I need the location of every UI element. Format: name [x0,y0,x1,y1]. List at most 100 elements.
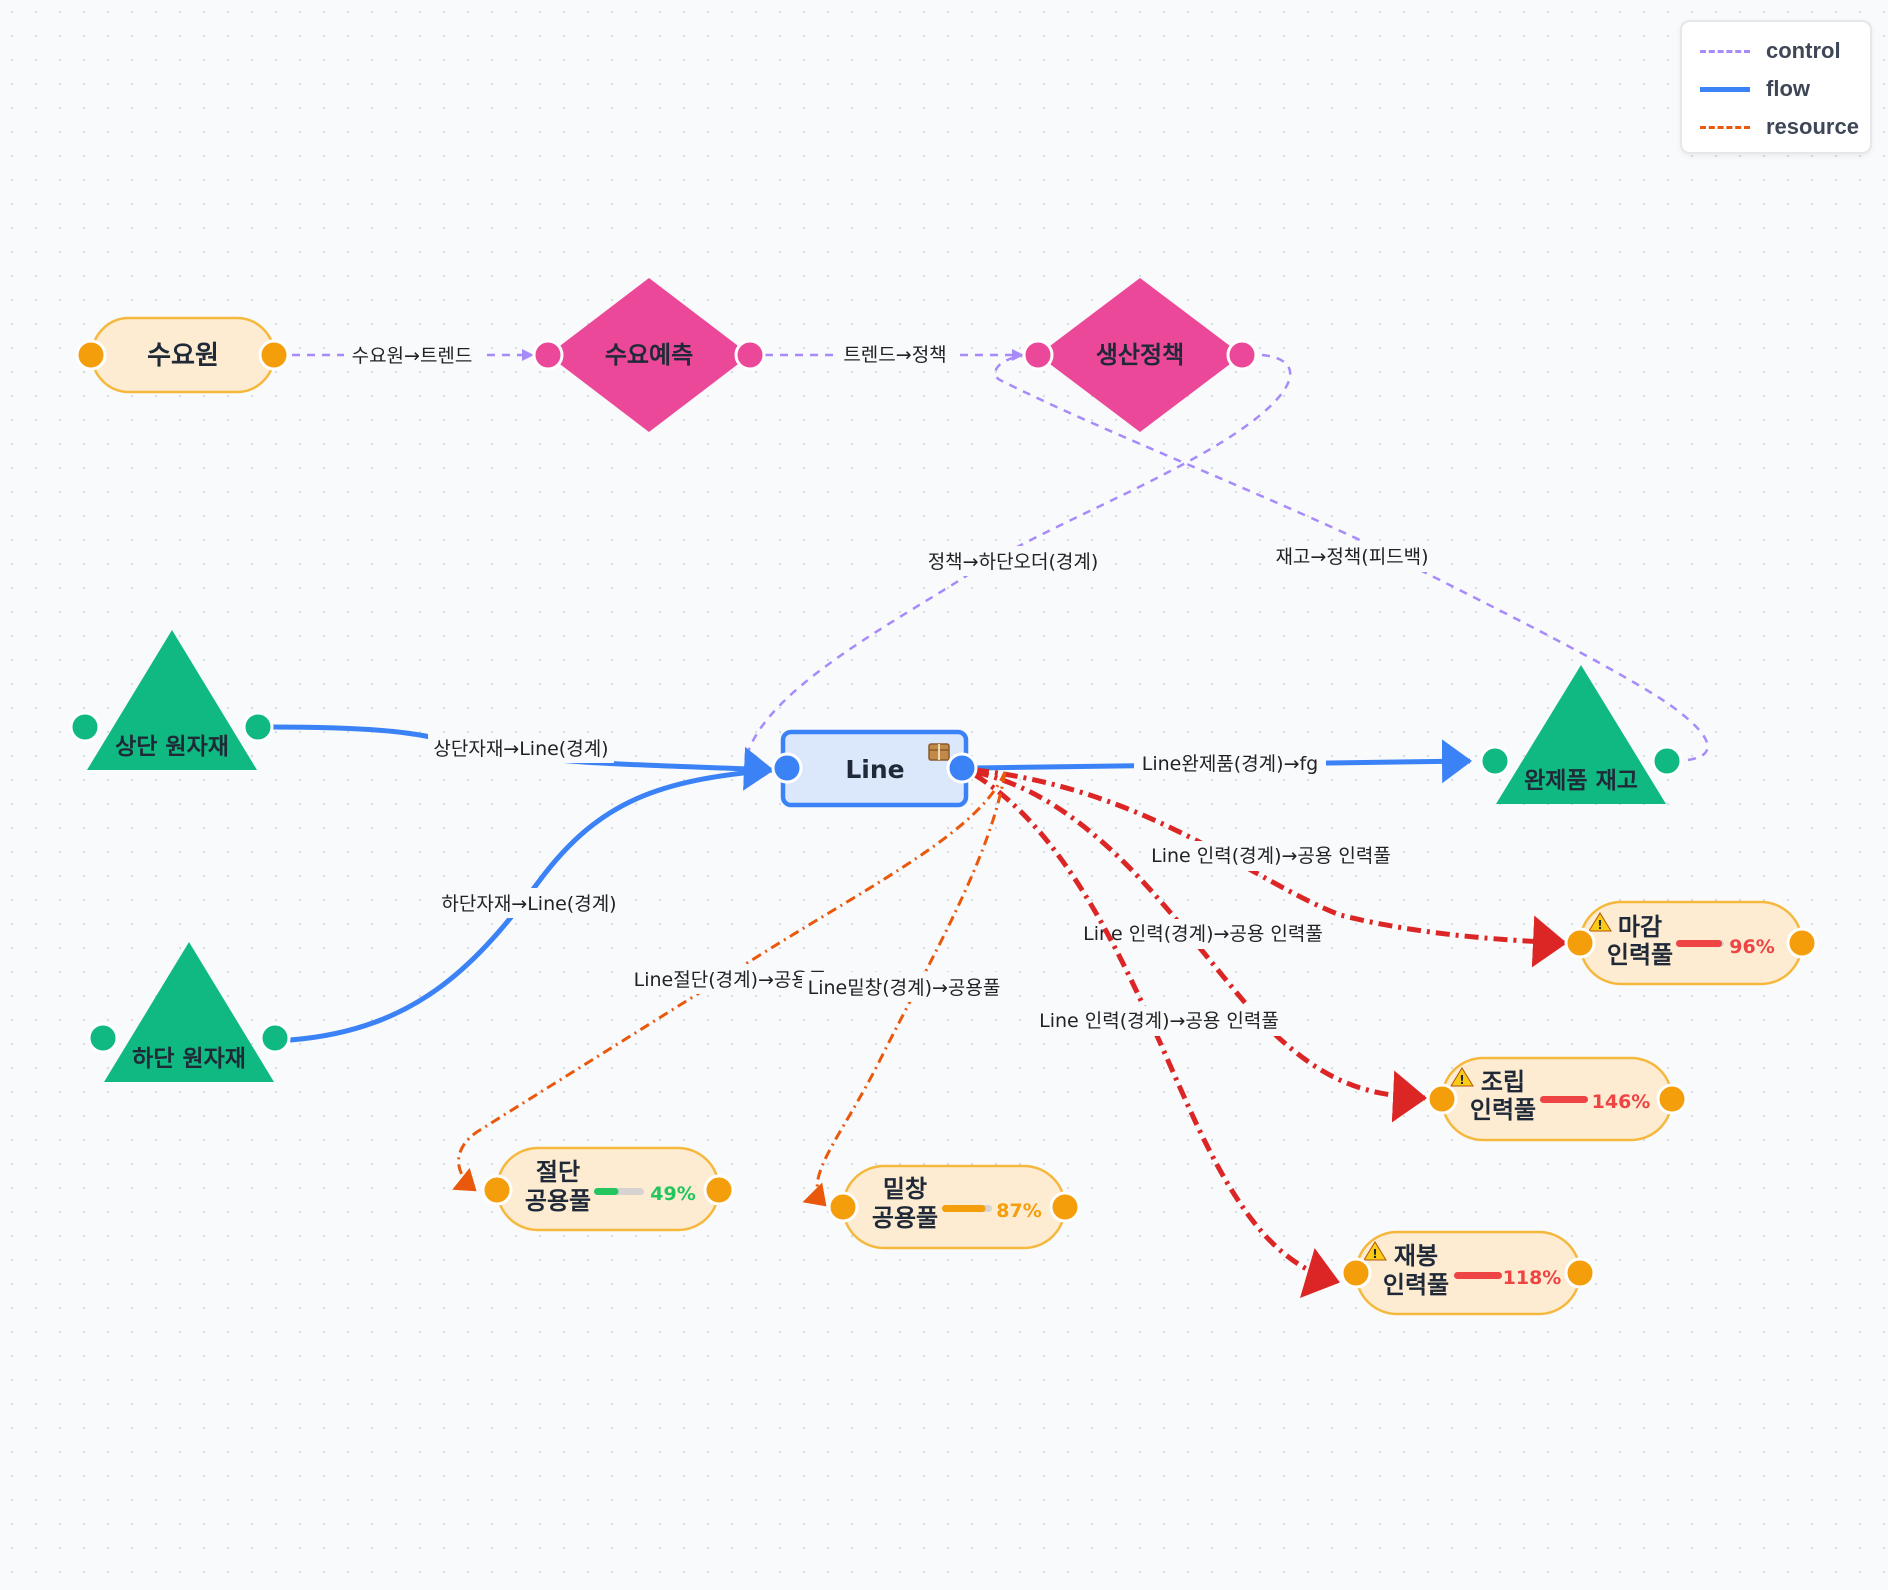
flow-line-swatch [1700,86,1750,92]
output-handle[interactable] [1049,1191,1081,1223]
legend: control flow resource [1680,20,1872,154]
pool-name-line1: 재봉 [1394,1242,1438,1270]
pool-name-line2: 인력풀 [1383,1271,1449,1299]
node-sole-shared-pool[interactable]: 밑창 공용풀 87% [827,1164,1081,1250]
control-line-swatch [1700,49,1750,53]
input-handle[interactable] [1022,339,1054,371]
node-label: 수요원 [147,341,219,371]
output-handle[interactable] [259,1022,291,1054]
svg-text:!: ! [1372,1247,1377,1261]
usage-percent: 96% [1729,936,1774,958]
edge-labor-sewing[interactable]: Line 인력(경계)→공용 인력풀 [973,772,1340,1298]
output-handle[interactable] [1651,745,1683,777]
node-label: 수요예측 [605,341,693,369]
node-finished-stock[interactable]: 완제품 재고 [1479,665,1683,804]
node-label: 상단 원자재 [115,734,229,760]
output-handle[interactable] [734,339,766,371]
input-handle[interactable] [771,752,803,784]
output-handle[interactable] [1226,339,1258,371]
node-lower-raw-material[interactable]: 하단 원자재 [87,942,291,1082]
output-handle[interactable] [1786,927,1818,959]
usage-bar-fill [1540,1096,1588,1103]
edge-label: 정책→하단오더(경계) [928,551,1099,573]
legend-label: resource [1766,114,1859,139]
edge-label: 재고→정책(피드백) [1275,546,1428,568]
warning-icon: ! [1588,912,1612,932]
edge-label: 트렌드→정책 [843,344,946,366]
usage-percent: 87% [996,1200,1041,1222]
edge-label: Line완제품(경계)→fg [1142,753,1319,775]
edge-label: Line 인력(경계)→공용 인력풀 [1083,923,1323,945]
pool-name-line1: 조립 [1481,1068,1525,1096]
package-icon [928,743,950,761]
edge-label: Line절단(경계)→공용풀 [634,969,827,991]
node-label: 완제품 재고 [1524,768,1638,794]
edge-demand-to-trend[interactable]: 수요원→트렌드 [292,340,534,370]
warning-icon: ! [1363,1241,1387,1261]
node-production-policy[interactable]: 생산정책 [1022,278,1258,432]
edge-label: Line 인력(경계)→공용 인력풀 [1039,1010,1279,1032]
pool-name-line1: 절단 [536,1158,580,1186]
input-handle[interactable] [75,339,107,371]
resource-line-swatch [1700,125,1750,129]
input-handle[interactable] [1426,1083,1458,1115]
edge-label: Line밑창(경계)→공용풀 [808,977,1001,999]
edge-trend-to-policy[interactable]: 트렌드→정책 [765,340,1024,370]
node-demand-source[interactable]: 수요원 [75,316,290,394]
legend-label: control [1766,38,1841,63]
edge-lower-to-line[interactable]: 하단자재→Line(경계) [289,767,773,1043]
pool-name-line1: 밑창 [883,1175,927,1203]
node-finishing-labor-pool[interactable]: ! 마감 인력풀 96% [1564,900,1818,986]
usage-bar-fill [1454,1272,1502,1279]
svg-text:!: ! [1459,1073,1464,1087]
node-line[interactable]: Line [771,729,978,808]
node-upper-raw-material[interactable]: 상단 원자재 [69,630,274,770]
output-handle[interactable] [258,339,290,371]
node-cutting-shared-pool[interactable]: 절단 공용풀 49% [481,1146,735,1232]
node-assembly-labor-pool[interactable]: ! 조립 인력풀 146% [1426,1056,1688,1142]
legend-item-flow: flow [1700,74,1810,104]
input-handle[interactable] [827,1191,859,1223]
usage-percent: 146% [1592,1091,1651,1113]
usage-bar-fill [942,1205,986,1212]
edge-policy-to-order[interactable]: 정책→하단오더(경계) [746,353,1292,753]
edge-cut-pool[interactable]: Line절단(경계)→공용풀 [452,771,1007,1192]
usage-bar-fill [594,1188,619,1195]
input-handle[interactable] [1564,927,1596,959]
output-handle[interactable] [1564,1257,1596,1289]
edge-label: 수요원→트렌드 [352,345,473,367]
input-handle[interactable] [87,1022,119,1054]
node-label: Line [845,755,904,784]
usage-percent: 118% [1503,1267,1562,1289]
input-handle[interactable] [1479,745,1511,777]
input-handle[interactable] [69,711,101,743]
edge-labor-assembly[interactable]: Line 인력(경계)→공용 인력풀 [974,769,1427,1123]
pool-name-line2: 공용풀 [872,1204,938,1232]
legend-item-control: control [1700,36,1841,66]
svg-text:!: ! [1597,918,1602,932]
usage-percent: 49% [650,1183,695,1205]
input-handle[interactable] [481,1174,513,1206]
node-label: 하단 원자재 [132,1046,246,1072]
edge-sole-pool[interactable]: Line밑창(경계)→공용풀 [802,771,1007,1207]
edge-labor-finishing[interactable]: Line 인력(경계)→공용 인력풀 [974,767,1567,968]
pool-name-line2: 공용풀 [525,1187,591,1215]
warning-icon: ! [1450,1067,1474,1087]
output-handle[interactable] [1656,1083,1688,1115]
edge-stock-to-policy[interactable]: 재고→정책(피드백) [994,354,1709,762]
edge-label: 하단자재→Line(경계) [441,893,616,915]
node-label: 생산정책 [1096,341,1184,369]
input-handle[interactable] [532,339,564,371]
edge-label: Line 인력(경계)→공용 인력풀 [1151,845,1391,867]
pool-name-line2: 인력풀 [1607,941,1673,969]
output-handle[interactable] [946,752,978,784]
node-demand-forecast[interactable]: 수요예측 [532,278,766,432]
edge-line-to-fg[interactable]: Line완제품(경계)→fg [974,739,1472,784]
output-handle[interactable] [703,1174,735,1206]
edge-label: 상단자재→Line(경계) [433,738,608,760]
edge-upper-to-line[interactable]: 상단자재→Line(경계) [271,724,774,791]
input-handle[interactable] [1340,1257,1372,1289]
node-sewing-labor-pool[interactable]: ! 재봉 인력풀 118% [1340,1230,1596,1316]
output-handle[interactable] [242,711,274,743]
